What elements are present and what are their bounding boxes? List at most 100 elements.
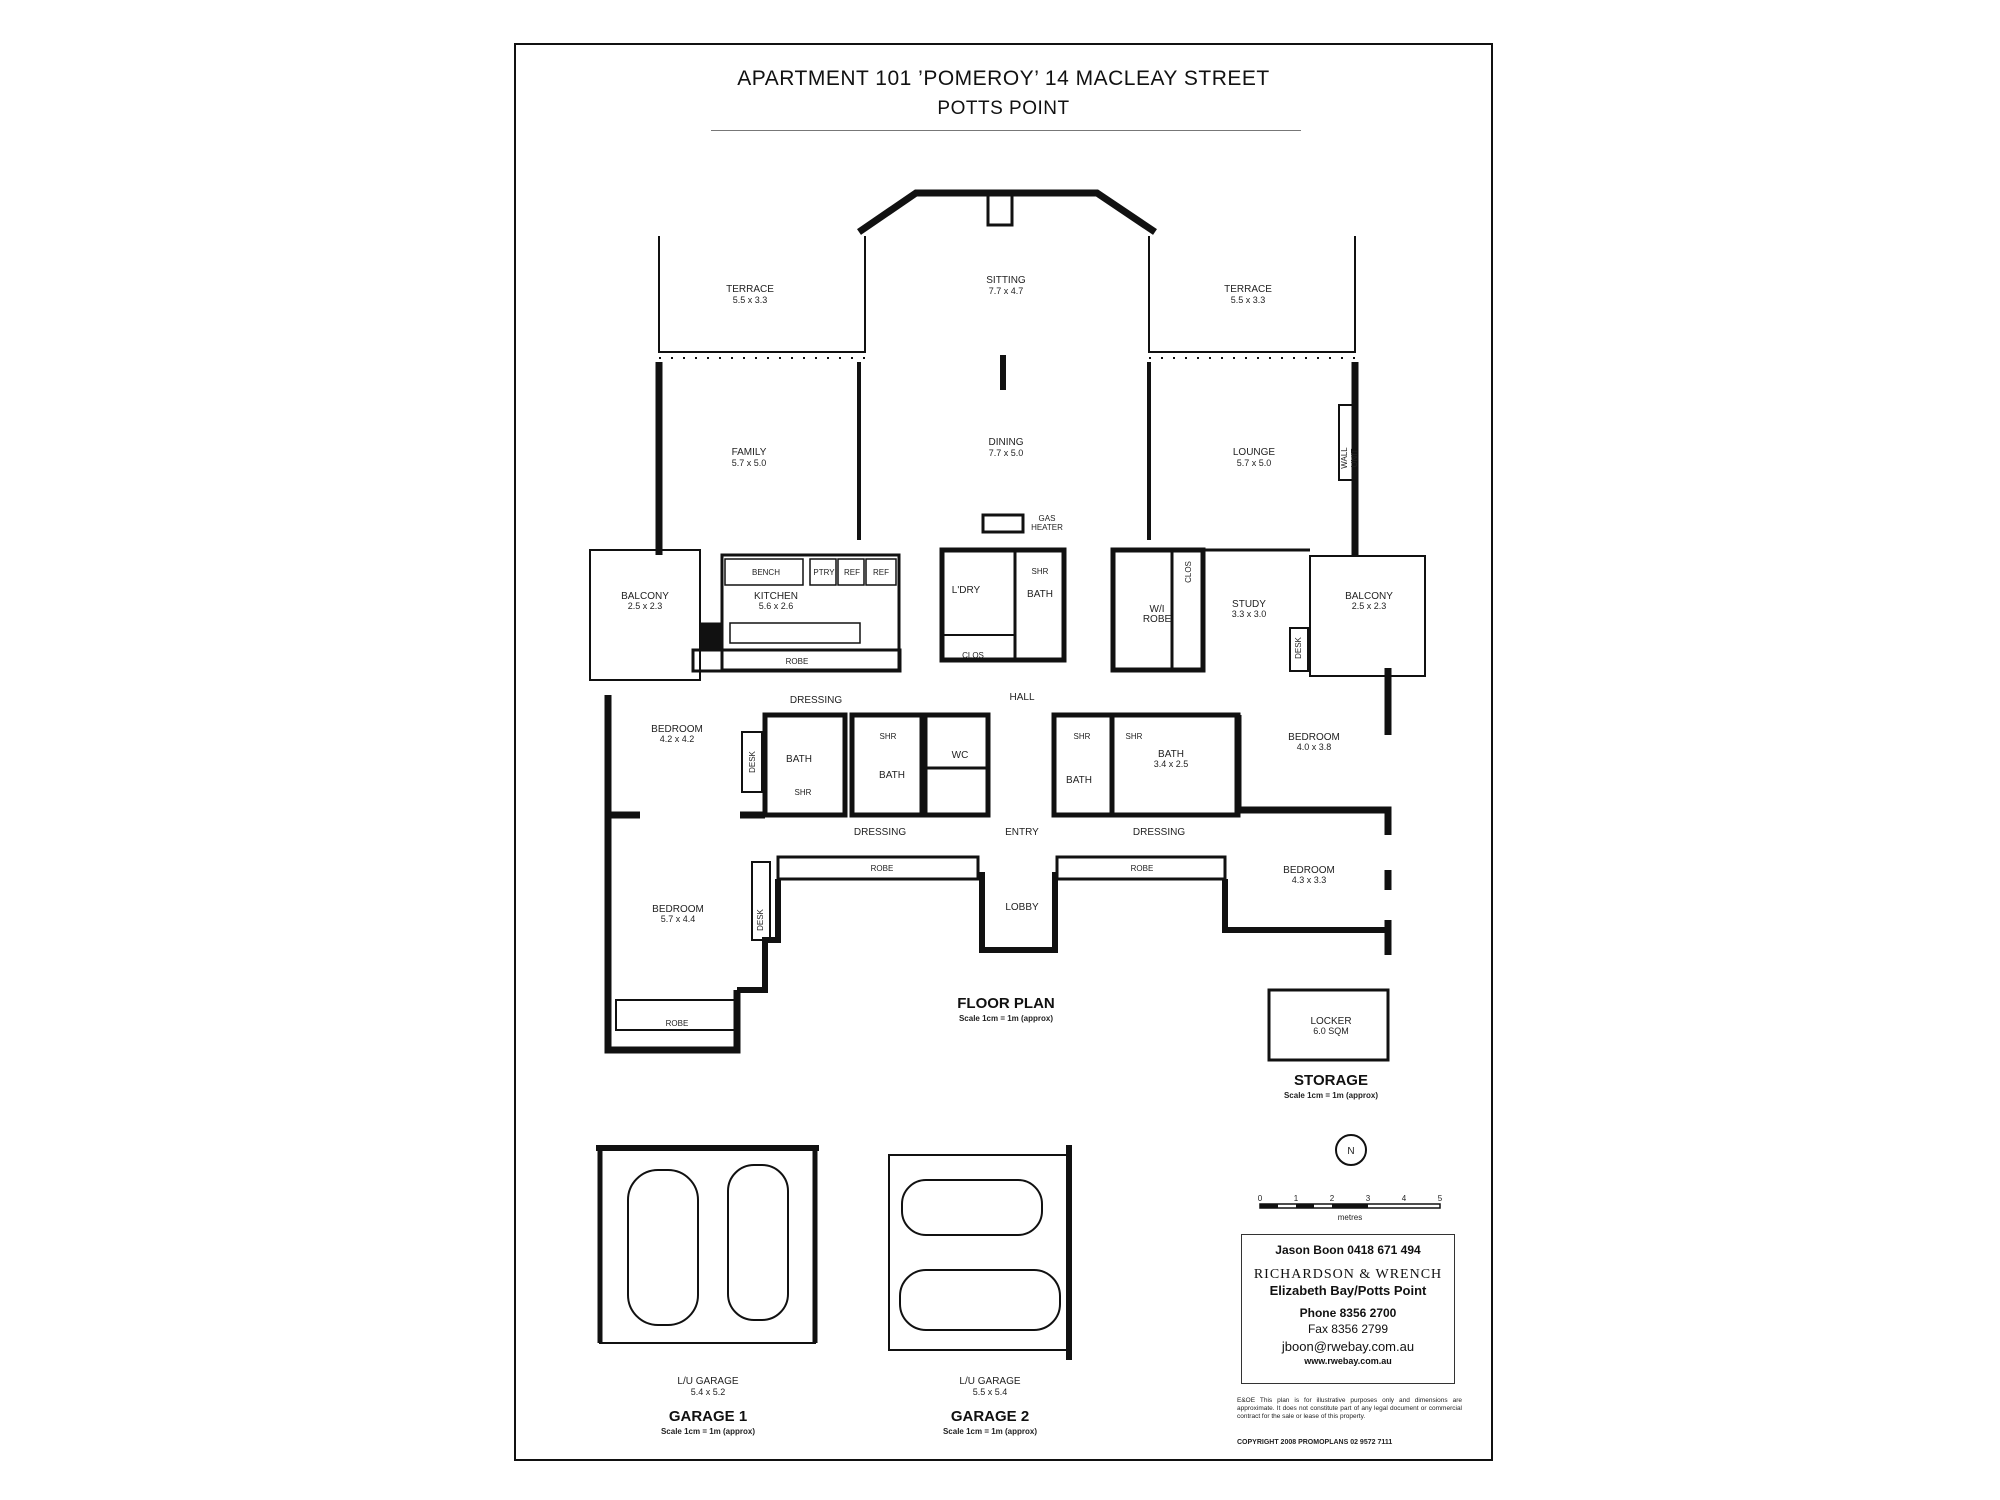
north-arrow-icon: N — [1347, 1146, 1354, 1157]
room-bedroom-2-dim: 4.0 x 3.8 — [1297, 742, 1332, 752]
room-terrace-right: TERRACE — [1224, 284, 1272, 295]
heading-garage-1: GARAGE 1 — [669, 1408, 747, 1425]
garage-2-scale: Scale 1cm = 1m (approx) — [943, 1427, 1037, 1436]
scale-unit: metres — [1338, 1213, 1362, 1222]
label-desk-right: DESK — [1294, 636, 1303, 658]
label-shr-2: SHR — [880, 732, 897, 741]
room-garage-1-dim: 5.4 x 5.2 — [691, 1387, 726, 1397]
room-bath-3: BATH — [1158, 749, 1184, 760]
room-terrace-left: TERRACE — [726, 284, 774, 295]
room-locker-dim: 6.0 SQM — [1313, 1026, 1349, 1036]
room-bedroom-1-dim: 4.2 x 4.2 — [660, 734, 695, 744]
room-wc: WC — [952, 750, 969, 761]
label-bench: BENCH — [752, 568, 780, 577]
room-bedroom-2: BEDROOM — [1288, 732, 1340, 743]
label-shr-3: SHR — [1074, 732, 1091, 741]
room-kitchen: KITCHEN — [754, 591, 798, 602]
label-clos-top: CLOS — [962, 651, 984, 660]
label-wall: WALL — [1340, 447, 1349, 469]
agent-firm: RICHARDSON & WRENCH — [1253, 1267, 1443, 1282]
title-divider — [711, 130, 1301, 131]
label-clos-study: CLOS — [1184, 561, 1193, 583]
room-bath-1: BATH — [786, 754, 812, 765]
room-garage-2: L/U GARAGE — [959, 1376, 1020, 1387]
room-balcony-left-dim: 2.5 x 2.3 — [628, 601, 663, 611]
agent-contact-box: Jason Boon 0418 671 494 RICHARDSON & WRE… — [1241, 1234, 1455, 1384]
label-gas: GAS — [1039, 514, 1056, 523]
car-icons — [627, 1164, 1061, 1331]
room-locker: LOCKER — [1310, 1016, 1351, 1027]
room-lounge: LOUNGE — [1233, 447, 1276, 458]
agent-office: Elizabeth Bay/Potts Point — [1269, 1283, 1427, 1298]
copyright: COPYRIGHT 2008 PROMOPLANS 02 9572 7111 — [1237, 1439, 1393, 1446]
room-bath-top: BATH — [1027, 589, 1053, 600]
scale-tick-5: 5 — [1438, 1194, 1443, 1203]
room-bedroom-4: BEDROOM — [652, 904, 704, 915]
label-ref-1: REF — [844, 568, 860, 577]
label-shr-4: SHR — [1126, 732, 1143, 741]
label-wi: W/I — [1150, 604, 1165, 615]
room-bedroom-3-dim: 4.3 x 3.3 — [1292, 875, 1327, 885]
room-dressing-2: DRESSING — [854, 827, 906, 838]
room-hall: HALL — [1009, 692, 1034, 703]
agent-name: Jason Boon 0418 671 494 — [1275, 1243, 1421, 1257]
scale-tick-1: 1 — [1294, 1194, 1299, 1203]
agent-website[interactable]: www.rwebay.com.au — [1304, 1356, 1392, 1366]
room-dressing-1: DRESSING — [790, 695, 842, 706]
room-terrace-left-dim: 5.5 x 3.3 — [733, 295, 768, 305]
room-bedroom-1: BEDROOM — [651, 724, 703, 735]
room-sitting-dim: 7.7 x 4.7 — [989, 286, 1024, 296]
agent-email[interactable]: jboon@rwebay.com.au — [1281, 1339, 1415, 1354]
scale-tick-4: 4 — [1402, 1194, 1407, 1203]
plan-frame: APARTMENT 101 ’POMEROY’ 14 MACLEAY STREE… — [514, 43, 1493, 1461]
room-laundry: L'DRY — [952, 585, 981, 596]
agent-phone: Phone 8356 2700 — [1299, 1306, 1397, 1320]
room-study: STUDY — [1232, 599, 1266, 610]
label-robe-3: ROBE — [1131, 864, 1154, 873]
heading-storage: STORAGE — [1294, 1072, 1368, 1089]
label-robe-4: ROBE — [666, 1019, 689, 1028]
room-study-dim: 3.3 x 3.0 — [1232, 609, 1267, 619]
room-sitting: SITTING — [986, 275, 1026, 286]
label-unit: UNIT — [1350, 449, 1359, 468]
room-bath-2: BATH — [879, 770, 905, 781]
room-garage-1: L/U GARAGE — [677, 1376, 738, 1387]
room-garage-2-dim: 5.5 x 5.4 — [973, 1387, 1008, 1397]
disclaimer: E&OE This plan is for illustrative purpo… — [1237, 1397, 1462, 1420]
label-ref-2: REF — [873, 568, 889, 577]
label-shr-1: SHR — [795, 788, 812, 797]
agent-fax: Fax 8356 2799 — [1307, 1322, 1389, 1336]
room-balcony-right: BALCONY — [1345, 591, 1393, 602]
room-lobby: LOBBY — [1005, 902, 1039, 913]
scale-bar-fill — [1260, 1204, 1368, 1208]
room-family-dim: 5.7 x 5.0 — [732, 458, 767, 468]
floor-plan-scale: Scale 1cm = 1m (approx) — [959, 1014, 1053, 1023]
room-bath-3-dim: 3.4 x 2.5 — [1154, 759, 1189, 769]
room-balcony-left: BALCONY — [621, 591, 669, 602]
room-dining: DINING — [989, 437, 1024, 448]
heading-garage-2: GARAGE 2 — [951, 1408, 1029, 1425]
label-robe-kitchen: ROBE — [786, 657, 809, 666]
garage-1-scale: Scale 1cm = 1m (approx) — [661, 1427, 755, 1436]
label-desk-1: DESK — [748, 750, 757, 772]
room-bath-4: BATH — [1066, 775, 1092, 786]
page-title: APARTMENT 101 ’POMEROY’ 14 MACLEAY STREE… — [737, 67, 1270, 90]
scale-tick-0: 0 — [1258, 1194, 1263, 1203]
floor-plan-walls — [589, 189, 1441, 1360]
room-dining-dim: 7.7 x 5.0 — [989, 448, 1024, 458]
room-terrace-right-dim: 5.5 x 3.3 — [1231, 295, 1266, 305]
room-bedroom-3: BEDROOM — [1283, 865, 1335, 876]
room-entry: ENTRY — [1005, 827, 1039, 838]
room-family: FAMILY — [732, 447, 767, 458]
label-ptry: PTRY — [813, 568, 835, 577]
heading-floor-plan: FLOOR PLAN — [957, 995, 1055, 1012]
room-balcony-right-dim: 2.5 x 2.3 — [1352, 601, 1387, 611]
room-kitchen-dim: 5.6 x 2.6 — [759, 601, 794, 611]
label-heater: HEATER — [1031, 523, 1063, 532]
storage-scale: Scale 1cm = 1m (approx) — [1284, 1091, 1378, 1100]
room-dressing-3: DRESSING — [1133, 827, 1185, 838]
label-wi-robe: ROBE — [1143, 614, 1172, 625]
scale-tick-2: 2 — [1330, 1194, 1335, 1203]
label-robe-2: ROBE — [871, 864, 894, 873]
